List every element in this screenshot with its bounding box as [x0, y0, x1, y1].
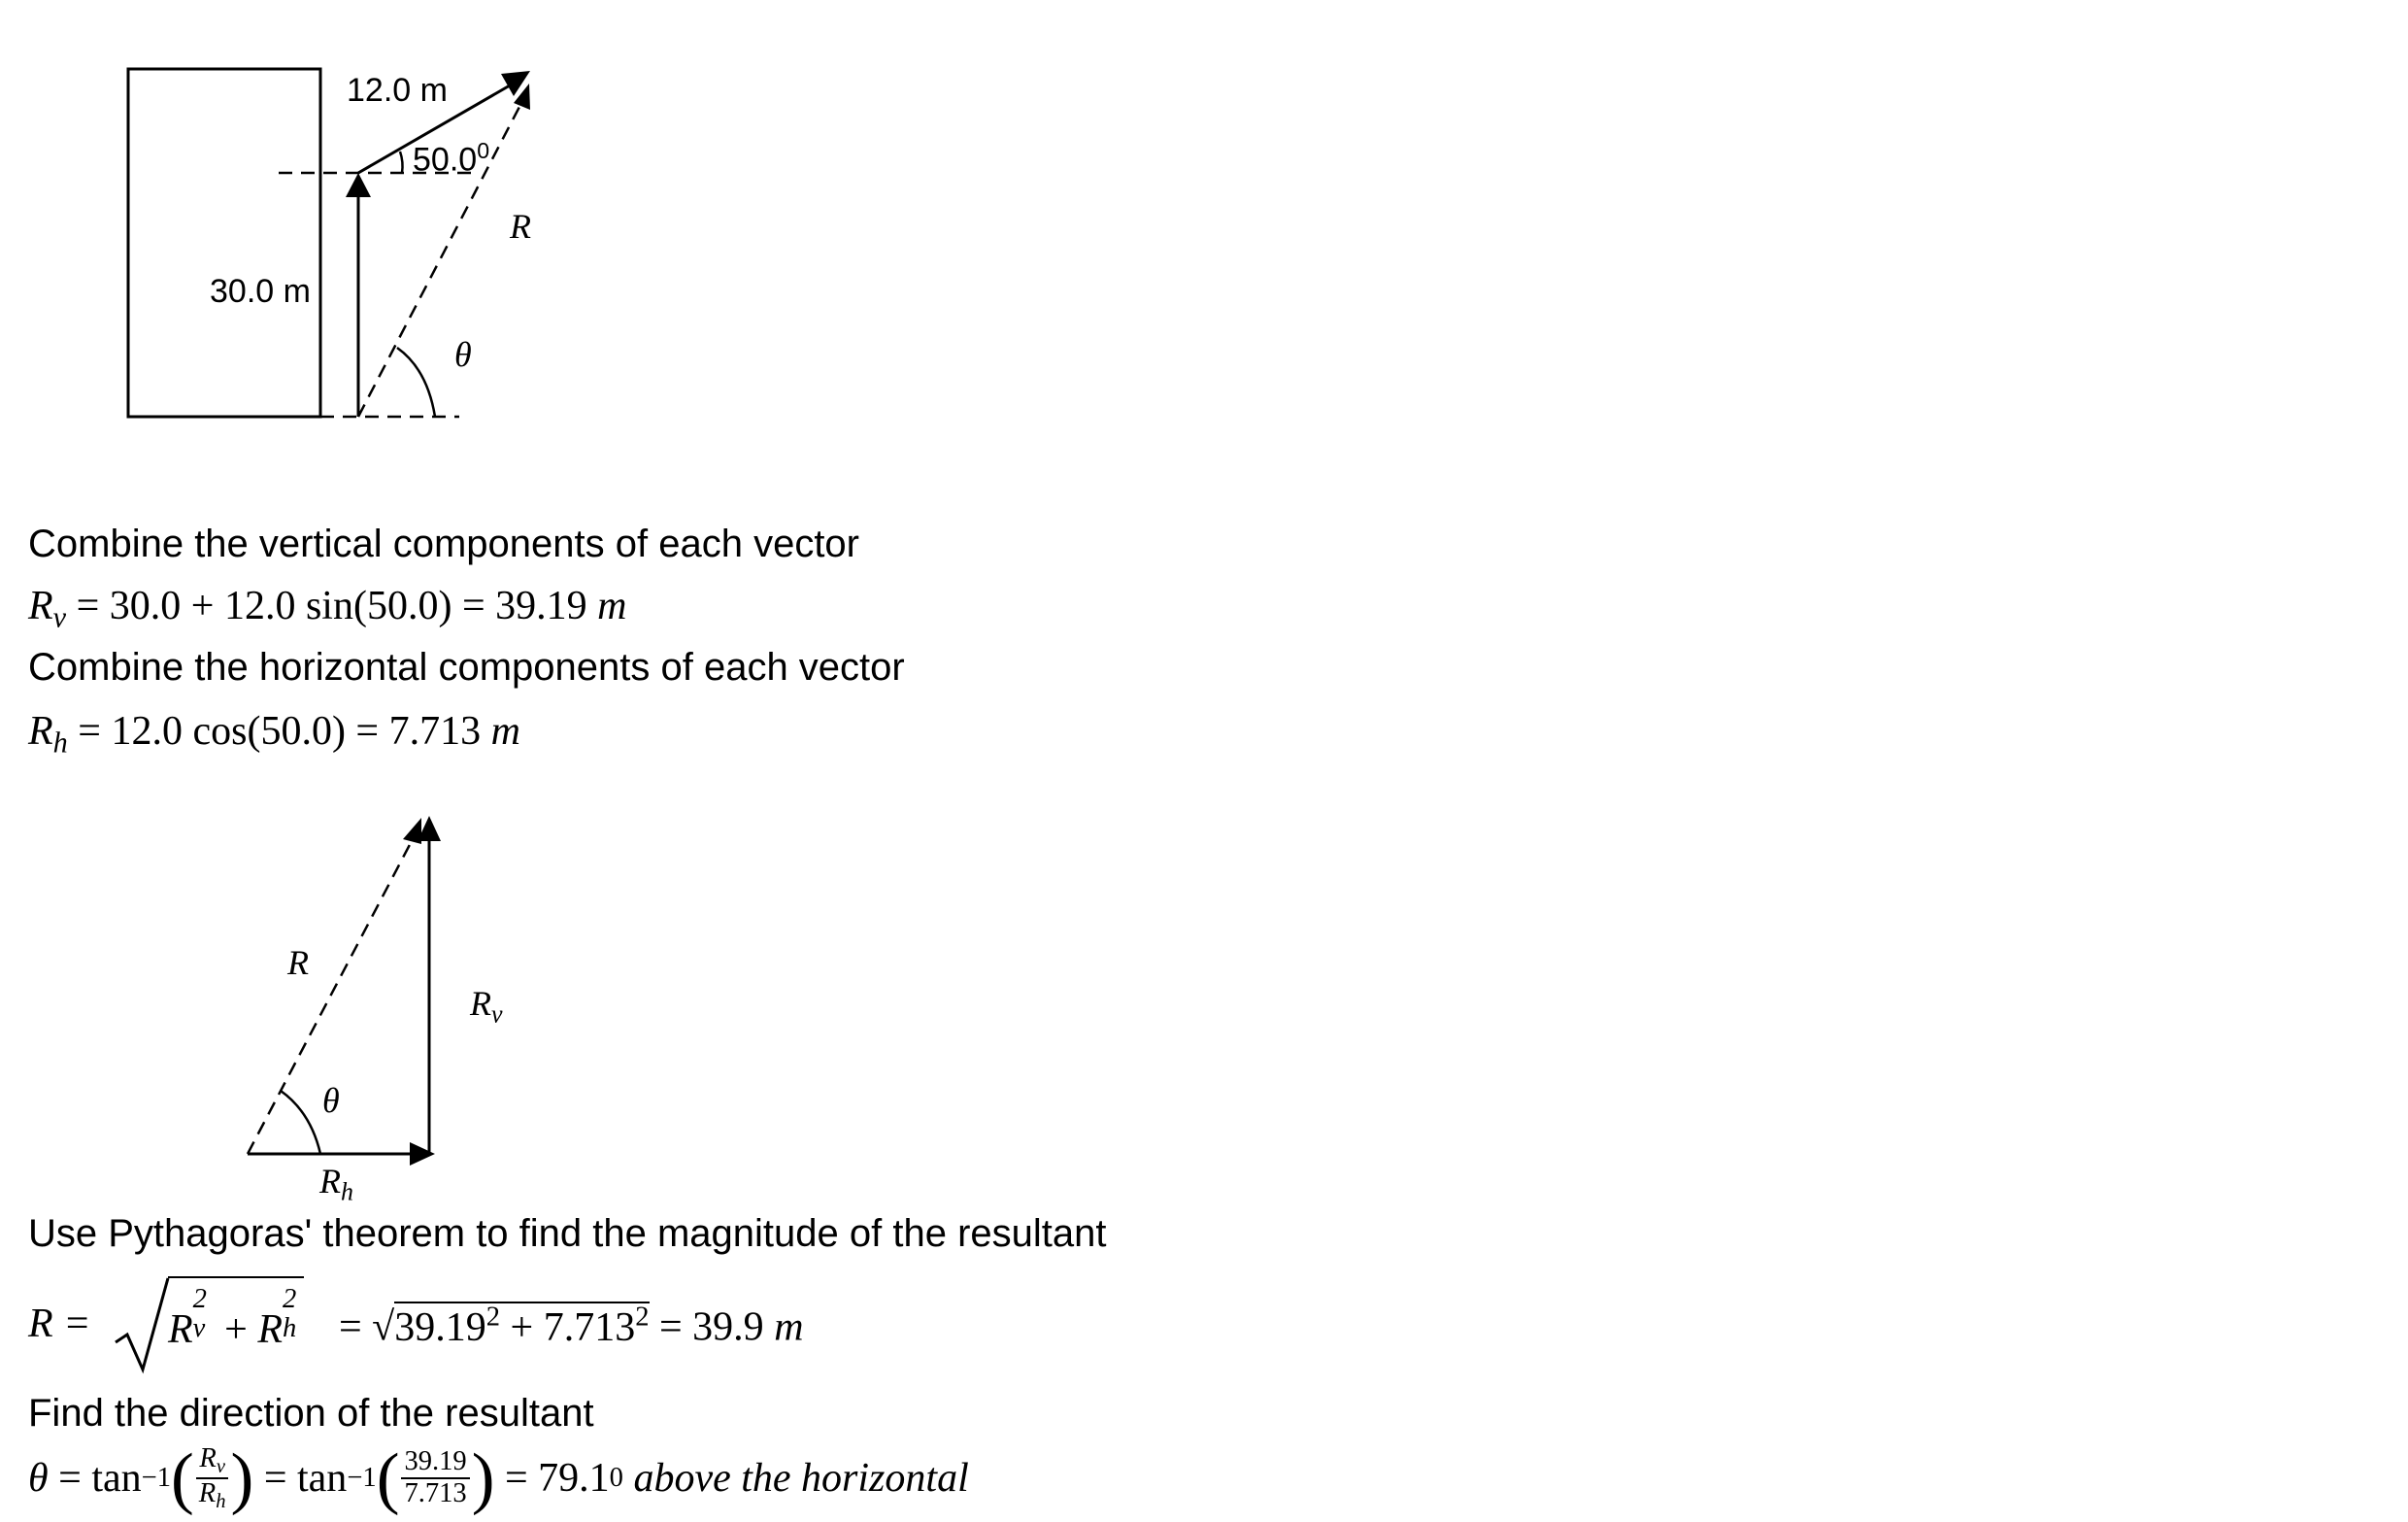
- diagram-resultant-triangle: [246, 816, 441, 1166]
- label-angle-50-degree: 0: [477, 138, 490, 163]
- building-rect: [126, 67, 322, 419]
- equation-rh: Rh = 12.0 cos(50.0) = 7.713 m: [28, 709, 520, 760]
- angle-arc-50: [398, 151, 404, 174]
- step-vertical-text: Combine the vertical components of each …: [28, 523, 859, 565]
- equation-rv: Rv = 30.0 + 12.0 sin(50.0) = 39.19 m: [28, 584, 627, 634]
- diagram-building-vectors: [126, 67, 530, 419]
- label-angle-50-value: 50.0: [413, 141, 478, 179]
- resultant-R: [356, 104, 522, 418]
- equation-r-lhs: R =: [28, 1302, 91, 1346]
- label-R-diagram2: R: [287, 943, 309, 982]
- label-Rh-diagram2: Rh: [319, 1162, 353, 1206]
- step-pythagoras-text: Use Pythagoras' theorem to find the magn…: [28, 1212, 1107, 1255]
- resultant-R-arrowhead: [514, 84, 530, 110]
- angle-arc-theta-2: [280, 1089, 322, 1155]
- vector-Rh-arrowhead: [410, 1142, 435, 1166]
- sqrt-symbol: [115, 1277, 170, 1374]
- label-angle-50: 50.00: [413, 138, 489, 180]
- label-Rv-diagram2: Rv: [470, 984, 503, 1029]
- resultant-R-2: [246, 836, 416, 1155]
- step-horizontal-text: Combine the horizontal components of eac…: [28, 646, 905, 689]
- resultant-R-2-arrowhead: [403, 818, 421, 844]
- label-30m: 30.0 m: [210, 273, 311, 310]
- vector-12m-arrowhead: [501, 71, 530, 96]
- label-12m: 12.0 m: [347, 72, 448, 109]
- vector-30m-arrowhead: [346, 173, 371, 197]
- angle-arc-theta: [396, 346, 437, 418]
- equation-r-numeric: = √39.192 + 7.7132 = 39.9 m: [339, 1301, 804, 1350]
- label-theta-diagram1: θ: [454, 335, 472, 374]
- label-theta-diagram2: θ: [322, 1081, 340, 1120]
- label-R-diagram1: R: [510, 207, 531, 246]
- step-direction-text: Find the direction of the resultant: [28, 1392, 594, 1435]
- vector-12m: [357, 84, 511, 175]
- vector-Rv-arrowhead: [418, 816, 441, 841]
